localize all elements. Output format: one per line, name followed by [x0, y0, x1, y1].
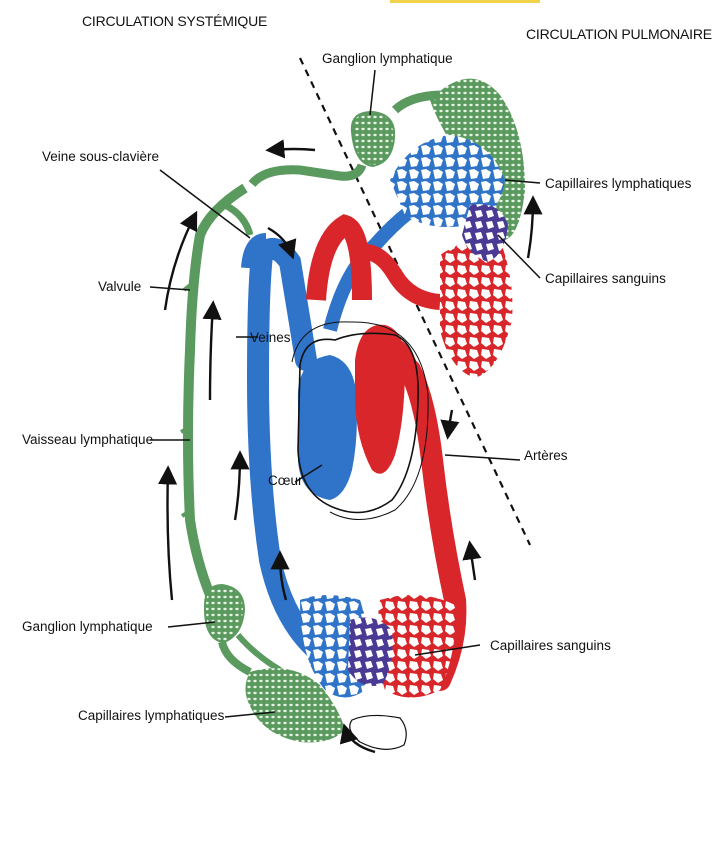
venous-system	[241, 135, 505, 698]
lymph-vessel-main	[183, 183, 248, 597]
separator-dashed-line	[299, 57, 531, 546]
title-pulmonary: CIRCULATION PULMONAIRE	[526, 26, 712, 42]
label-valve: Valvule	[98, 279, 142, 294]
label-blood-capillaries-right: Capillaires sanguins	[545, 271, 666, 286]
lung-capillaries-blue	[390, 135, 505, 228]
label-leader-lines	[149, 69, 541, 718]
heart-outline	[297, 332, 419, 514]
top-color-bar	[390, 0, 540, 3]
label-lymph-node-top: Ganglion lymphatique	[322, 51, 453, 66]
label-subclavian-vein: Veine sous-clavière	[42, 149, 160, 164]
label-blood-capillaries-bottom: Capillaires sanguins	[490, 638, 611, 653]
lymph-capillaries-bottom	[245, 668, 345, 743]
label-arteries: Artères	[524, 448, 568, 463]
heart-right-side	[297, 355, 357, 500]
tissue-capillaries-mixed	[348, 617, 393, 686]
label-heart: Cœur	[268, 473, 303, 488]
arterial-system	[306, 214, 513, 698]
label-lymph-node-bottom: Ganglion lymphatique	[22, 619, 153, 634]
label-lymph-capillaries-bottom: Capillaires lymphatiques	[78, 708, 225, 723]
label-lymph-capillaries-right: Capillaires lymphatiques	[545, 176, 692, 191]
title-systemic: CIRCULATION SYSTÉMIQUE	[82, 13, 268, 29]
label-veins: Veines	[250, 330, 291, 345]
lymph-node-bottom	[203, 583, 246, 644]
lung-capillaries-mixed	[462, 204, 508, 262]
lymph-node-top	[350, 110, 396, 168]
heart-left-side	[355, 324, 405, 474]
label-lymph-vessel: Vaisseau lymphatique	[22, 432, 154, 447]
flow-arrows	[157, 139, 543, 754]
lung-capillaries-red	[440, 239, 513, 378]
tissue-capillaries-red	[376, 595, 456, 698]
